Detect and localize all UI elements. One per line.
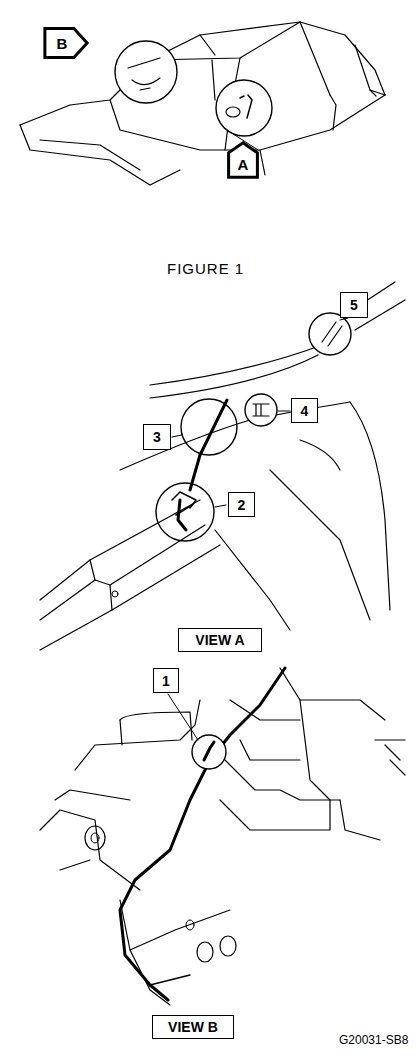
- detail-circle: [115, 41, 177, 103]
- detail-circle: [156, 483, 214, 541]
- callout-box: VIEW A: [178, 628, 262, 652]
- callout-number: 4: [301, 404, 309, 418]
- leader-line: [278, 411, 290, 412]
- callout-number: B: [57, 36, 68, 51]
- hole: [91, 833, 99, 843]
- tag-outline: [45, 29, 87, 58]
- detail-sketch: [240, 95, 252, 118]
- hole: [112, 591, 118, 597]
- detail-sketch: [128, 58, 160, 90]
- callout-box: VIEW B: [152, 1015, 234, 1039]
- leader-line: [215, 505, 226, 507]
- callout-box: 1: [153, 668, 179, 693]
- sealer-bead: [190, 400, 227, 490]
- figure-title: FIGURE 1: [167, 260, 244, 277]
- sealer-bead: [178, 500, 186, 530]
- view-tag: A: [228, 142, 258, 178]
- view-label: VIEW A: [195, 633, 244, 647]
- sealer-bead: [120, 668, 285, 1000]
- detail-circle: [245, 394, 277, 426]
- sealer-bead: [204, 742, 214, 760]
- leader-line: [172, 435, 182, 437]
- detail-sketch: [253, 404, 269, 416]
- car-body: [20, 22, 385, 185]
- callout-number: A: [238, 157, 249, 172]
- detail-circle: [216, 80, 272, 136]
- view-tag: B: [44, 28, 88, 58]
- hole: [186, 920, 194, 930]
- hole: [220, 936, 236, 956]
- detail-circle: [309, 313, 351, 355]
- hole: [85, 826, 105, 850]
- callout-box: 4: [291, 398, 318, 423]
- view-b-body: [40, 668, 405, 1005]
- detail-circle: [181, 399, 237, 455]
- callout-box: 5: [340, 292, 368, 318]
- hole: [226, 107, 240, 117]
- detail-sketch: [322, 322, 342, 346]
- callout-number: 3: [153, 430, 161, 444]
- callout-number: 2: [238, 498, 246, 512]
- leader-line: [340, 318, 348, 320]
- callout-number: 1: [162, 674, 170, 688]
- panel-edge: [150, 975, 190, 985]
- figure-code: G20031-SB8: [339, 1033, 408, 1047]
- view-label: VIEW B: [168, 1020, 218, 1034]
- callout-box: 2: [228, 492, 255, 517]
- tag-outline: [229, 143, 258, 178]
- leader-line: [168, 694, 198, 740]
- detail-circle: [192, 735, 226, 769]
- hole: [197, 942, 213, 962]
- view-a-body: [40, 282, 405, 650]
- callout-box: 3: [143, 424, 171, 450]
- callout-number: 5: [350, 298, 358, 312]
- detail-sketch: [172, 492, 196, 515]
